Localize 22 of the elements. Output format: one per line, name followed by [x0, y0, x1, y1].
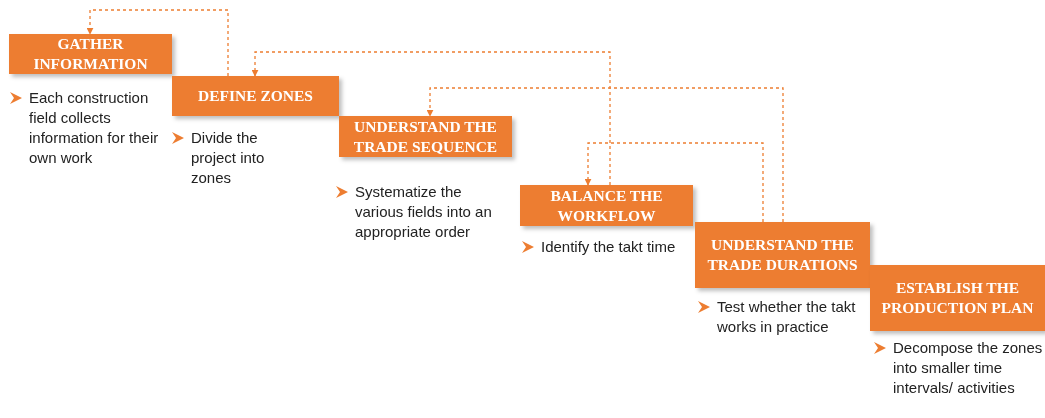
step-description: Divide the project into zones	[191, 128, 266, 188]
dashed-arrow	[426, 87, 784, 223]
step-description: Test whether the takt works in practice	[717, 297, 857, 337]
dashed-arrow	[251, 51, 611, 186]
step-box	[520, 185, 693, 226]
step-description: Decompose the zones into smaller time intervals/ activities	[893, 338, 1043, 398]
step-box	[870, 265, 1045, 331]
step-description: Each construction field collects information for their own work	[29, 88, 160, 168]
step-title: UNDERSTAND THE TRADE SEQUENCE	[352, 116, 499, 157]
dashed-arrow	[584, 142, 764, 223]
step-box	[9, 34, 172, 74]
step-box	[339, 116, 512, 157]
step-description: Systematize the various fields into an appropriate order	[355, 182, 493, 242]
step-box	[695, 222, 870, 288]
dashed-arrow	[86, 9, 229, 77]
step-title: DEFINE ZONES	[198, 86, 313, 106]
step-title: GATHER INFORMATION	[32, 34, 149, 74]
step-title: BALANCE THE WORKFLOW	[549, 185, 664, 226]
step-description: Identify the takt time	[541, 237, 677, 257]
step-title: UNDERSTAND THE TRADE DURATIONS	[706, 235, 859, 275]
step-title: ESTABLISH THE PRODUCTION PLAN	[880, 278, 1035, 318]
step-box	[172, 76, 339, 116]
